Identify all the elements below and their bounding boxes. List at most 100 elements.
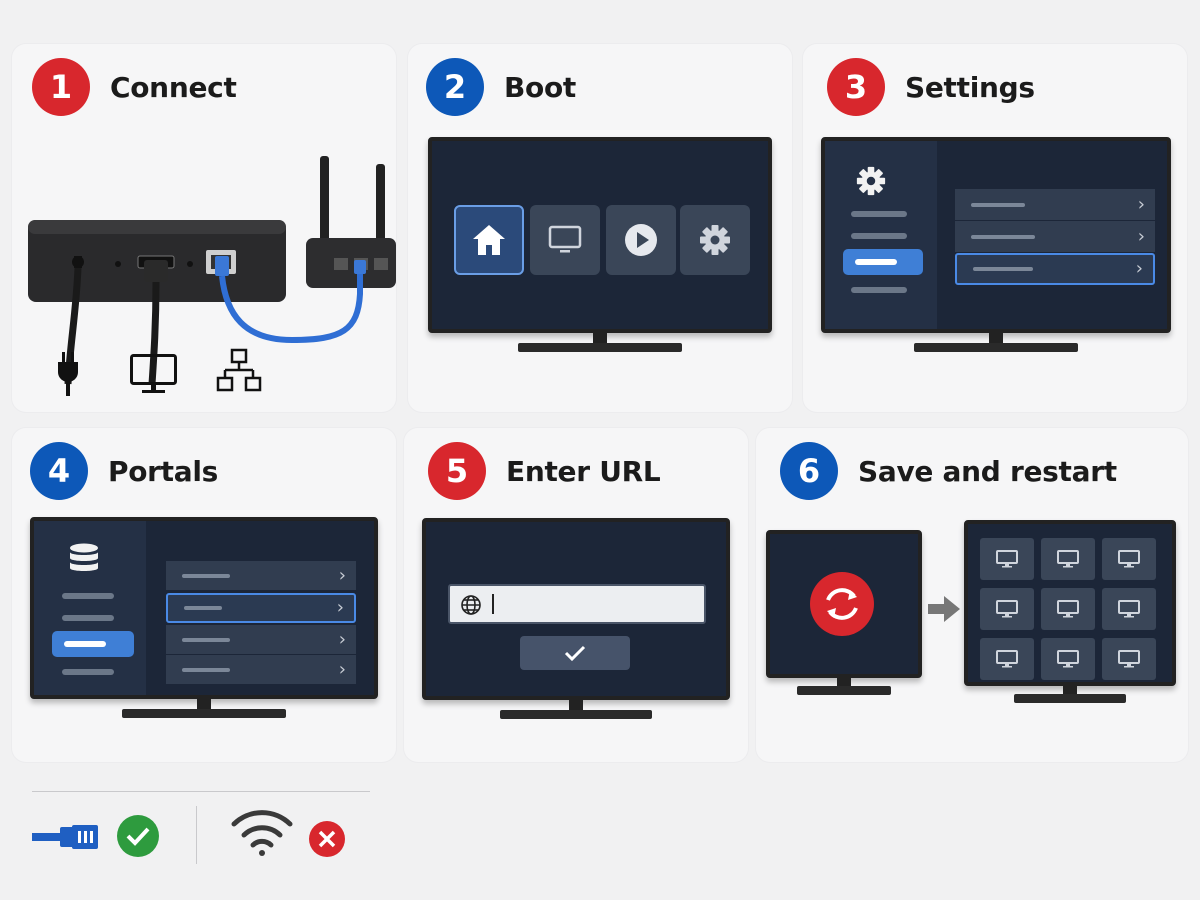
sidebar-selected-item bbox=[52, 631, 134, 657]
gear-icon bbox=[856, 166, 886, 196]
wifi-icon bbox=[231, 810, 293, 856]
home-icon bbox=[473, 225, 505, 255]
url-input bbox=[448, 584, 706, 624]
portal-row-selected: › bbox=[166, 593, 356, 623]
tv-icon bbox=[548, 225, 582, 253]
hdmi-cable bbox=[148, 281, 160, 385]
check-circle-icon bbox=[117, 815, 159, 857]
footer-divider bbox=[32, 791, 370, 792]
arrow-right-icon bbox=[928, 596, 960, 622]
monitor-icon bbox=[996, 650, 1018, 668]
monitor-icon bbox=[1057, 550, 1079, 568]
channel-tile bbox=[1041, 588, 1095, 630]
channel-tile bbox=[980, 638, 1034, 680]
settings-row: › bbox=[955, 189, 1155, 221]
portal-row: › bbox=[166, 625, 356, 655]
tv-stand bbox=[914, 343, 1078, 352]
tv bbox=[428, 137, 772, 355]
settings-row-selected: › bbox=[955, 253, 1155, 285]
tv: › › › bbox=[821, 137, 1171, 355]
step-number-badge: 2 bbox=[426, 58, 484, 116]
step-4-header: 4 Portals bbox=[30, 442, 218, 500]
step-4-card: 4 Portals › › › › bbox=[12, 428, 396, 762]
gear-icon bbox=[700, 225, 730, 255]
channel-tile bbox=[980, 588, 1034, 630]
channel-tile bbox=[1041, 638, 1095, 680]
tv-channel-grid bbox=[964, 520, 1176, 706]
monitor-icon bbox=[996, 550, 1018, 568]
chevron-right-icon: › bbox=[338, 564, 346, 586]
monitor-icon bbox=[1057, 600, 1079, 618]
tv-tile bbox=[530, 205, 600, 275]
settings-tile bbox=[680, 205, 750, 275]
chevron-right-icon: › bbox=[336, 597, 344, 618]
settings-sidebar bbox=[825, 141, 937, 329]
tv-stand bbox=[1014, 694, 1126, 703]
monitor-icon bbox=[996, 600, 1018, 618]
sidebar-selected-item bbox=[843, 249, 923, 275]
monitor-icon bbox=[1118, 650, 1140, 668]
tv: › › › › bbox=[30, 517, 378, 721]
step-title: Connect bbox=[110, 70, 237, 104]
tv-stand bbox=[500, 710, 652, 719]
step-number-badge: 6 bbox=[780, 442, 838, 500]
chevron-right-icon: › bbox=[1135, 258, 1143, 279]
chevron-right-icon: › bbox=[1137, 225, 1145, 247]
tv-stand bbox=[518, 343, 682, 352]
play-tile bbox=[606, 205, 676, 275]
connection-illustration bbox=[28, 156, 396, 396]
checkmark-icon bbox=[564, 645, 586, 661]
step-title: Portals bbox=[108, 454, 219, 488]
channel-tile bbox=[1102, 588, 1156, 630]
portals-sidebar bbox=[34, 521, 146, 695]
portal-row: › bbox=[166, 561, 356, 591]
step-6-header: 6 Save and restart bbox=[780, 442, 1117, 500]
step-title: Save and restart bbox=[858, 454, 1117, 488]
settings-row: › bbox=[955, 221, 1155, 253]
step-2-header: 2 Boot bbox=[426, 58, 576, 116]
ethernet-cable bbox=[219, 270, 363, 344]
channel-tile bbox=[1102, 638, 1156, 680]
step-title: Settings bbox=[905, 70, 1035, 104]
tv-screen bbox=[766, 530, 922, 678]
chevron-right-icon: › bbox=[338, 658, 346, 680]
step-number-badge: 3 bbox=[827, 58, 885, 116]
tv bbox=[422, 518, 730, 719]
refresh-icon bbox=[810, 572, 874, 636]
monitor-icon bbox=[1057, 650, 1079, 668]
step-title: Enter URL bbox=[506, 454, 661, 488]
router bbox=[306, 156, 396, 288]
play-icon bbox=[625, 224, 657, 256]
step-number-badge: 4 bbox=[30, 442, 88, 500]
step-2-card: 2 Boot bbox=[408, 44, 792, 412]
globe-icon bbox=[461, 595, 481, 615]
step-5-card: 5 Enter URL bbox=[404, 428, 748, 762]
step-1-card: 1 Connect bbox=[12, 44, 396, 412]
step-6-card: 6 Save and restart bbox=[756, 428, 1188, 762]
monitor-icon bbox=[1118, 550, 1140, 568]
tv-screen: › › › bbox=[821, 137, 1171, 333]
tv-screen bbox=[964, 520, 1176, 686]
channel-tile bbox=[1102, 538, 1156, 580]
tv-restarting bbox=[766, 530, 922, 696]
tv-stand bbox=[797, 686, 891, 695]
power-plug-icon bbox=[58, 352, 78, 396]
confirm-button bbox=[520, 636, 630, 670]
ethernet-cable-icon bbox=[32, 825, 98, 849]
tv-screen bbox=[422, 518, 730, 700]
database-icon bbox=[70, 543, 98, 571]
text-cursor bbox=[492, 594, 494, 614]
network-icon bbox=[216, 348, 262, 392]
step-number-badge: 5 bbox=[428, 442, 486, 500]
monitor-icon bbox=[1118, 600, 1140, 618]
x-circle-icon bbox=[309, 821, 345, 857]
chevron-right-icon: › bbox=[1137, 193, 1145, 215]
channel-tile bbox=[1041, 538, 1095, 580]
chevron-right-icon: › bbox=[338, 628, 346, 650]
channel-tile bbox=[980, 538, 1034, 580]
monitor-icon bbox=[130, 354, 177, 393]
portal-row: › bbox=[166, 655, 356, 685]
step-1-header: 1 Connect bbox=[32, 58, 237, 116]
footer-separator bbox=[196, 806, 197, 864]
step-5-header: 5 Enter URL bbox=[428, 442, 661, 500]
